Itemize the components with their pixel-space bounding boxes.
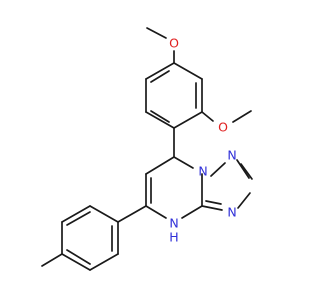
bond [117,205,147,223]
oxygen-atom: O [169,36,179,51]
bond [41,253,63,267]
double-bond [205,200,222,205]
double-bond [150,70,170,83]
molecule-diagram: O O N N N N H [41,27,253,271]
double-bond [240,163,253,180]
bond [201,111,214,122]
tolyl-ring [41,205,147,271]
pyrimidine-ring [145,156,203,219]
bond [89,253,119,271]
bond [181,205,203,219]
bond [173,62,203,80]
oxygen-atom: O [218,120,228,135]
bond [145,62,175,80]
methoxy-groups [146,27,252,123]
bond [232,110,252,123]
nitrogen-atom: N [227,205,236,220]
double-bond [66,211,91,226]
structure-canvas: O O N N N N H [41,27,253,271]
dimethoxyphenyl-ring [145,62,203,129]
nitrogen-atom: N [227,148,236,163]
double-bond [150,110,170,123]
bond [146,27,167,39]
triazole-ring [201,159,253,211]
bond [89,205,119,223]
bond [61,205,91,223]
bond [145,111,175,129]
bond [210,162,226,177]
bond [237,192,251,209]
bond [173,156,194,169]
hydrogen-label: H [169,230,178,245]
bond [145,156,175,175]
nitrogen-atom: N [198,164,207,179]
bond [201,205,223,211]
double-bond [66,249,91,265]
bond [236,159,250,179]
bond [145,205,167,219]
nitrogen-atom: N [169,216,178,231]
bond [173,111,203,129]
bond [61,253,91,271]
